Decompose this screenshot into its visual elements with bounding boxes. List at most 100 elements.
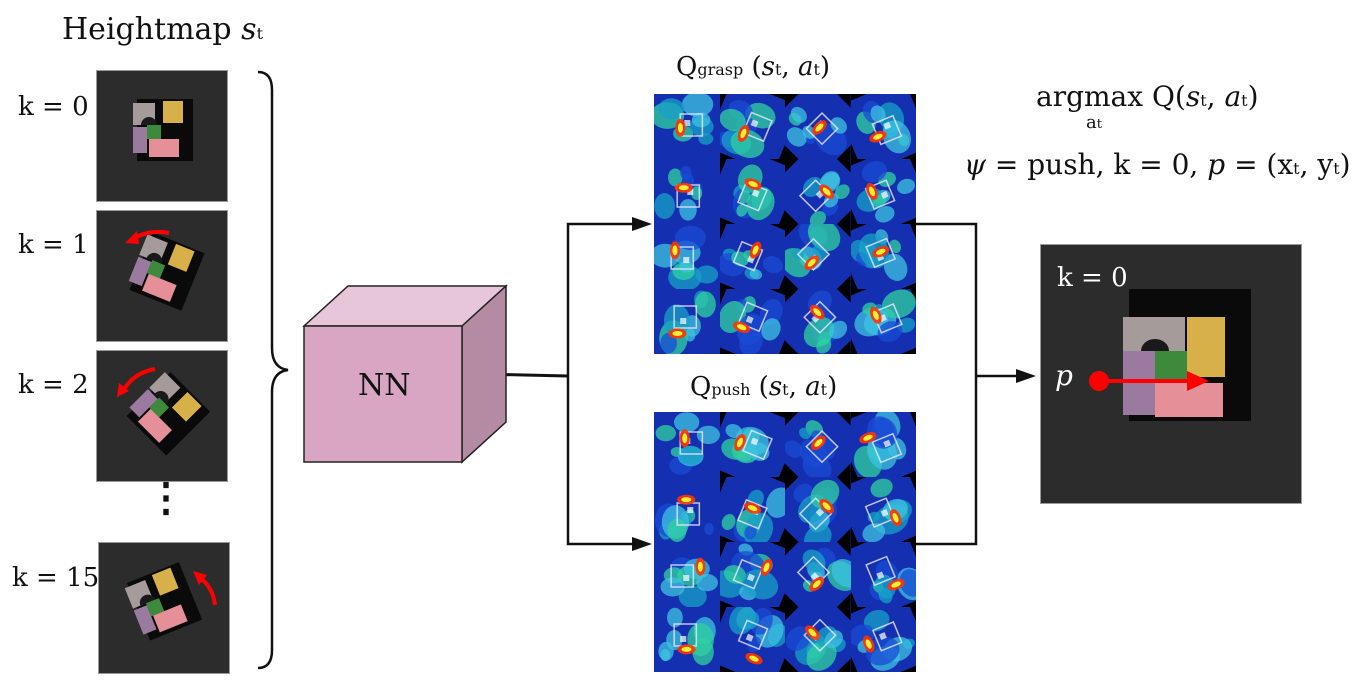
q-push-cell bbox=[785, 607, 851, 672]
q-push-cell bbox=[654, 412, 720, 477]
nn-cube bbox=[302, 284, 508, 464]
q-push-label: Qpush (st, at) bbox=[690, 372, 837, 402]
branch-push bbox=[566, 376, 632, 546]
q-grasp-heatmap-grid bbox=[654, 94, 916, 354]
q-push-cell bbox=[654, 542, 720, 607]
q-push-cell bbox=[719, 542, 785, 607]
q-push-cell bbox=[850, 477, 916, 542]
q-push-cell bbox=[719, 412, 785, 477]
nn-label: NN bbox=[358, 368, 411, 403]
result-heightmap bbox=[1089, 289, 1251, 421]
argmax-a: a bbox=[1224, 80, 1242, 113]
argmax-label: argmax Q(st, at) bbox=[1036, 80, 1259, 113]
heightmap-title-text: Heightmap bbox=[62, 12, 242, 47]
argmax-s: s bbox=[1185, 80, 1201, 113]
q-grasp-cell bbox=[719, 159, 785, 224]
heightmap-k1 bbox=[125, 229, 205, 311]
q-push-a: a bbox=[805, 372, 821, 402]
q-grasp-cell bbox=[785, 224, 851, 289]
action-eq1: = push, k = 0, bbox=[985, 148, 1208, 181]
heightmap-title-var: s bbox=[241, 12, 257, 47]
q-grasp-cell bbox=[785, 94, 851, 159]
q-push-sub: push bbox=[711, 380, 751, 399]
q-push-ssub: t bbox=[782, 380, 789, 399]
q-grasp-close: ) bbox=[819, 52, 831, 82]
rotation-label-15: k = 15 bbox=[12, 563, 100, 593]
action-mid: , y bbox=[1299, 148, 1334, 181]
q-push-cell bbox=[719, 607, 785, 672]
q-grasp-cell bbox=[654, 224, 720, 289]
q-grasp-a: a bbox=[797, 52, 814, 82]
q-push-open: ( bbox=[750, 372, 769, 402]
q-grasp-open: ( bbox=[743, 52, 762, 82]
action-eq2: = (x bbox=[1225, 148, 1294, 181]
q-grasp-q: Q bbox=[676, 52, 698, 82]
q-grasp-sub: grasp bbox=[697, 60, 744, 79]
q-grasp-comma: , bbox=[781, 52, 798, 82]
action-line: ψ = push, k = 0, p = (xt, yt) bbox=[964, 148, 1351, 181]
heightmap-k15 bbox=[124, 562, 217, 641]
q-grasp-cell bbox=[654, 94, 720, 159]
heightmap-panel-1 bbox=[96, 210, 228, 342]
curly-brace bbox=[257, 70, 289, 670]
q-push-q: Q bbox=[690, 372, 712, 402]
action-close: ) bbox=[1339, 148, 1351, 181]
q-grasp-cell bbox=[654, 159, 720, 224]
argmax-comma: , bbox=[1206, 80, 1225, 113]
q-grasp-cell bbox=[719, 224, 785, 289]
q-push-heatmap-grid bbox=[654, 412, 916, 672]
argmax-ssub: t bbox=[1200, 91, 1207, 110]
q-grasp-cell bbox=[850, 224, 916, 289]
rotation-label-2: k = 2 bbox=[18, 370, 89, 400]
q-push-comma: , bbox=[788, 372, 806, 402]
heightmap-k2 bbox=[117, 367, 211, 456]
heightmap-panel-2 bbox=[96, 350, 228, 482]
heightmap-title-sub: t bbox=[256, 24, 264, 43]
action-p: p bbox=[1207, 148, 1226, 181]
q-grasp-s: s bbox=[761, 52, 775, 82]
argmax-word: argmax Q( bbox=[1036, 80, 1186, 113]
q-grasp-cell bbox=[850, 94, 916, 159]
q-push-close: ) bbox=[827, 372, 838, 402]
q-push-s: s bbox=[768, 372, 783, 402]
rotation-label-0: k = 0 bbox=[18, 92, 89, 122]
q-grasp-asub: t bbox=[813, 60, 820, 79]
argmax-asub: t bbox=[1241, 91, 1248, 110]
q-push-cell bbox=[719, 477, 785, 542]
q-push-cell bbox=[850, 542, 916, 607]
q-grasp-cell bbox=[785, 289, 851, 354]
q-push-cell bbox=[850, 412, 916, 477]
argmax-undersub: t bbox=[1096, 117, 1102, 132]
q-push-cell bbox=[785, 412, 851, 477]
q-grasp-cell bbox=[850, 289, 916, 354]
q-grasp-cell bbox=[654, 289, 720, 354]
heightmap-title: Heightmap st bbox=[62, 12, 263, 47]
q-push-cell bbox=[785, 542, 851, 607]
heightmap-k0 bbox=[133, 99, 193, 161]
q-grasp-ssub: t bbox=[774, 60, 782, 79]
heightmap-panel-0 bbox=[96, 70, 228, 202]
merge-arrowhead bbox=[1016, 369, 1036, 383]
q-push-cell bbox=[785, 477, 851, 542]
result-k-label: k = 0 bbox=[1057, 263, 1128, 293]
result-point-label: p bbox=[1055, 359, 1073, 392]
q-grasp-cell bbox=[719, 289, 785, 354]
branch-grasp bbox=[566, 222, 632, 376]
merge-lines bbox=[916, 222, 978, 546]
q-grasp-cell bbox=[850, 159, 916, 224]
q-grasp-cell bbox=[785, 159, 851, 224]
action-psi: ψ bbox=[964, 148, 986, 181]
q-push-asub: t bbox=[820, 380, 828, 399]
rotation-label-1: k = 1 bbox=[18, 230, 89, 260]
q-grasp-cell bbox=[719, 94, 785, 159]
ellipsis-dots: ⋮ bbox=[146, 474, 186, 521]
heightmap-panel-15 bbox=[98, 542, 230, 674]
result-panel: k = 0 p bbox=[1040, 244, 1302, 504]
argmax-under: a bbox=[1086, 112, 1097, 133]
q-grasp-label: Qgrasp (st, at) bbox=[676, 52, 830, 82]
q-push-cell bbox=[850, 607, 916, 672]
action-xsub: t bbox=[1293, 159, 1300, 178]
argmax-subscript: at bbox=[1086, 112, 1102, 133]
argmax-close: ) bbox=[1247, 80, 1259, 113]
